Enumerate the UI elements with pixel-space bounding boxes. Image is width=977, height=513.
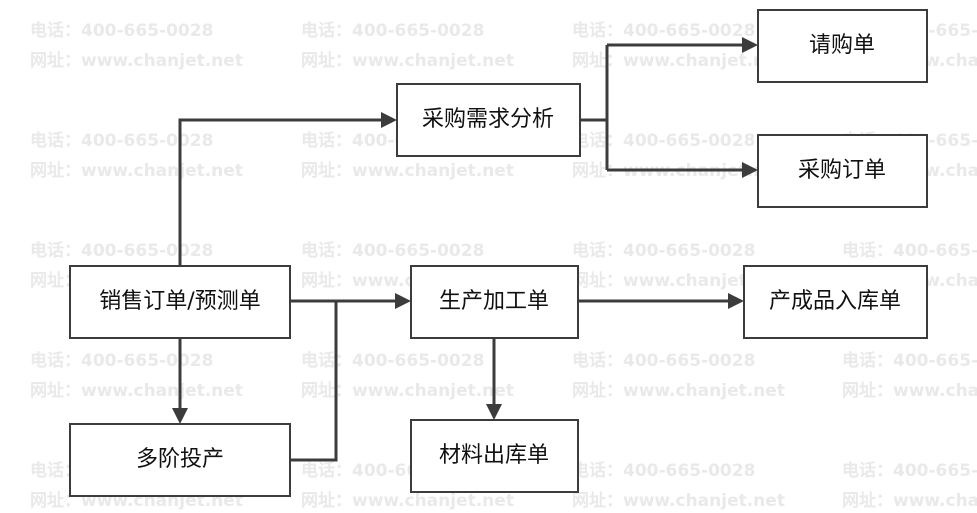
- watermark-site: 网址：www.chanjet.net: [301, 381, 514, 401]
- node-multi-level-release-label: 多阶投产: [136, 447, 224, 472]
- watermark-phone: 电话：400-665-0028: [572, 350, 755, 371]
- node-purchase-order: 采购订单: [757, 134, 928, 208]
- watermark-phone: 电话：400-665-0028: [572, 130, 755, 151]
- watermark-phone: 电话：400-665-0028: [572, 20, 755, 41]
- node-requisition: 请购单: [757, 9, 928, 83]
- node-demand-analysis-label: 采购需求分析: [422, 107, 554, 132]
- connector-demand-branch: [580, 43, 743, 172]
- watermark-tile: 电话：400-665-0028 网址：www.chanjet.net: [301, 350, 514, 401]
- watermark-phone: 电话：400-665-0028: [30, 240, 213, 261]
- arrow-to-multi-level-release: [172, 408, 188, 424]
- node-multi-level-release: 多阶投产: [69, 423, 291, 497]
- watermark-tile: 电话：400-665-0028 网址：www.chanjet.net: [572, 240, 785, 291]
- node-demand-analysis: 采购需求分析: [396, 83, 581, 157]
- watermark-tile: 电话：400-665-0028 网址：www.chanjet.net: [30, 350, 243, 401]
- watermark-site: 网址：www.chanjet.net: [572, 491, 785, 511]
- connector-multilevel-to-production: [290, 301, 338, 462]
- node-production-order-label: 生产加工单: [439, 289, 549, 314]
- watermark-site: 网址：www.chanjet.net: [30, 51, 243, 71]
- watermark-site: 网址：www.chanjet.net: [301, 491, 514, 511]
- watermark-site: 网址：www.chanjet.net: [301, 51, 514, 71]
- watermark-phone: 电话：400-665-0028: [301, 240, 484, 261]
- watermark-site: 网址：www.chanjet.net: [842, 381, 977, 401]
- watermark-tile: 电话：400-665-0028 网址：www.chanjet.net: [842, 460, 977, 511]
- watermark-tile: 电话：400-665-0028 网址：www.chanjet.net: [572, 350, 785, 401]
- node-material-issue-label: 材料出库单: [439, 443, 549, 468]
- node-purchase-order-label: 采购订单: [798, 158, 886, 183]
- watermark-phone: 电话：400-665-0028: [842, 240, 977, 261]
- watermark-site: 网址：www.chanjet.net: [572, 381, 785, 401]
- watermark-phone: 电话：400-665-0028: [842, 350, 977, 371]
- watermark-tile: 电话：400-665-0028 网址：www.chanjet.net: [572, 20, 785, 71]
- watermark-phone: 电话：400-665-0028: [842, 460, 977, 481]
- connectors: [172, 37, 758, 462]
- watermark-tile: 电话：400-665-0028 网址：www.chanjet.net: [30, 130, 243, 181]
- watermark-tile: 电话：400-665-0028 网址：www.chanjet.net: [572, 460, 785, 511]
- arrow-to-finished-goods-receipt: [728, 293, 744, 309]
- watermark-phone: 电话：400-665-0028: [30, 350, 213, 371]
- watermark-site: 网址：www.chanjet.net: [30, 381, 243, 401]
- watermark-phone: 电话：400-665-0028: [572, 460, 755, 481]
- watermark-tile: 电话：400-665-0028 网址：www.chanjet.net: [842, 350, 977, 401]
- arrow-to-requisition: [742, 37, 758, 53]
- watermark-site: 网址：www.chanjet.net: [572, 51, 785, 71]
- arrow-to-material-issue: [486, 404, 502, 420]
- arrow-to-purchase-order: [742, 162, 758, 178]
- watermark-site: 网址：www.chanjet.net: [842, 491, 977, 511]
- watermark-site: 网址：www.chanjet.net: [301, 161, 514, 181]
- node-production-order: 生产加工单: [410, 265, 579, 339]
- node-sales-order-label: 销售订单/预测单: [99, 289, 260, 314]
- watermark-phone: 电话：400-665-0028: [301, 350, 484, 371]
- connector-sales-to-demand: [178, 118, 382, 266]
- node-finished-goods-receipt-label: 产成品入库单: [769, 289, 901, 314]
- node-requisition-label: 请购单: [809, 33, 875, 58]
- node-finished-goods-receipt: 产成品入库单: [743, 265, 928, 339]
- watermark-phone: 电话：400-665-0028: [301, 20, 484, 41]
- arrow-to-production-order: [395, 293, 411, 309]
- node-material-issue: 材料出库单: [410, 419, 579, 493]
- watermark-tile: 电话：400-665-0028 网址：www.chanjet.net: [301, 20, 514, 71]
- watermark-tile: 电话：400-665-0028 网址：www.chanjet.net: [30, 20, 243, 71]
- watermark-site: 网址：www.chanjet.net: [572, 271, 785, 291]
- watermark-phone: 电话：400-665-0028: [30, 20, 213, 41]
- watermark-site: 网址：www.chanjet.net: [30, 161, 243, 181]
- watermark-phone: 电话：400-665-0028: [572, 240, 755, 261]
- arrow-to-demand-analysis: [381, 112, 397, 128]
- node-sales-order: 销售订单/预测单: [69, 265, 291, 339]
- watermark-phone: 电话：400-665-0028: [30, 130, 213, 151]
